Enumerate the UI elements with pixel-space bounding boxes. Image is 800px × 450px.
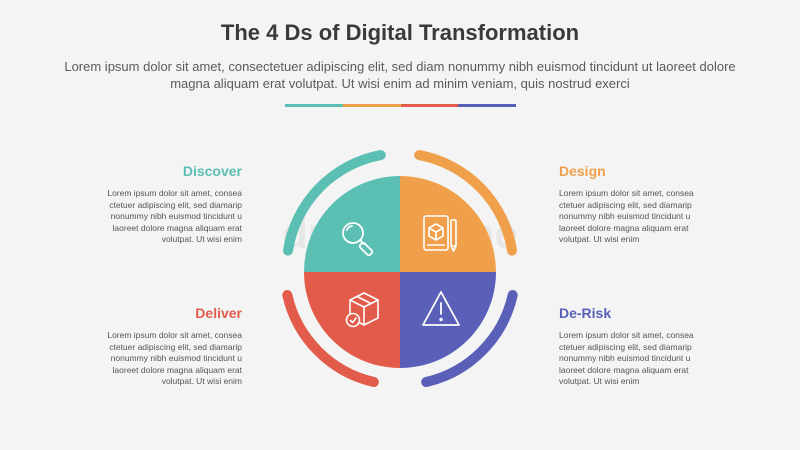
divider-segment-indigo — [458, 104, 516, 107]
deliver-block: Deliver Lorem ipsum dolor sit amet, cons… — [82, 305, 242, 388]
derisk-quadrant — [400, 272, 496, 368]
magnifier-icon — [342, 222, 374, 257]
derisk-description: Lorem ipsum dolor sit amet, consea ctetu… — [559, 330, 694, 387]
deliver-outer-arc — [282, 290, 379, 387]
derisk-block: De-Risk Lorem ipsum dolor sit amet, cons… — [559, 305, 719, 388]
divider-segment-orange — [342, 104, 401, 107]
discover-description: Lorem ipsum dolor sit amet, consea ctetu… — [107, 188, 242, 245]
design-outer-arc — [414, 150, 517, 256]
discover-block: Discover Lorem ipsum dolor sit amet, con… — [82, 163, 242, 246]
design-description: Lorem ipsum dolor sit amet, consea ctetu… — [559, 188, 694, 245]
discover-outer-arc — [283, 150, 386, 256]
warning-triangle-icon — [422, 291, 460, 326]
design-block: Design Lorem ipsum dolor sit amet, conse… — [559, 163, 719, 246]
divider-segment-red — [400, 104, 459, 107]
derisk-heading: De-Risk — [559, 305, 612, 321]
page-subtitle: Lorem ipsum dolor sit amet, consectetuer… — [64, 59, 736, 91]
blueprint-cube-icon — [423, 215, 457, 252]
deliver-heading: Deliver — [195, 305, 242, 321]
package-check-icon — [345, 292, 379, 328]
discover-heading: Discover — [182, 163, 242, 179]
deliver-description: Lorem ipsum dolor sit amet, consea ctetu… — [107, 330, 242, 387]
page-title: The 4 Ds of Digital Transformation — [220, 20, 580, 45]
derisk-outer-arc — [421, 290, 518, 387]
title-divider — [285, 104, 516, 107]
discover-quadrant — [304, 176, 400, 272]
divider-segment-teal — [285, 104, 343, 107]
design-heading: Design — [559, 163, 606, 179]
